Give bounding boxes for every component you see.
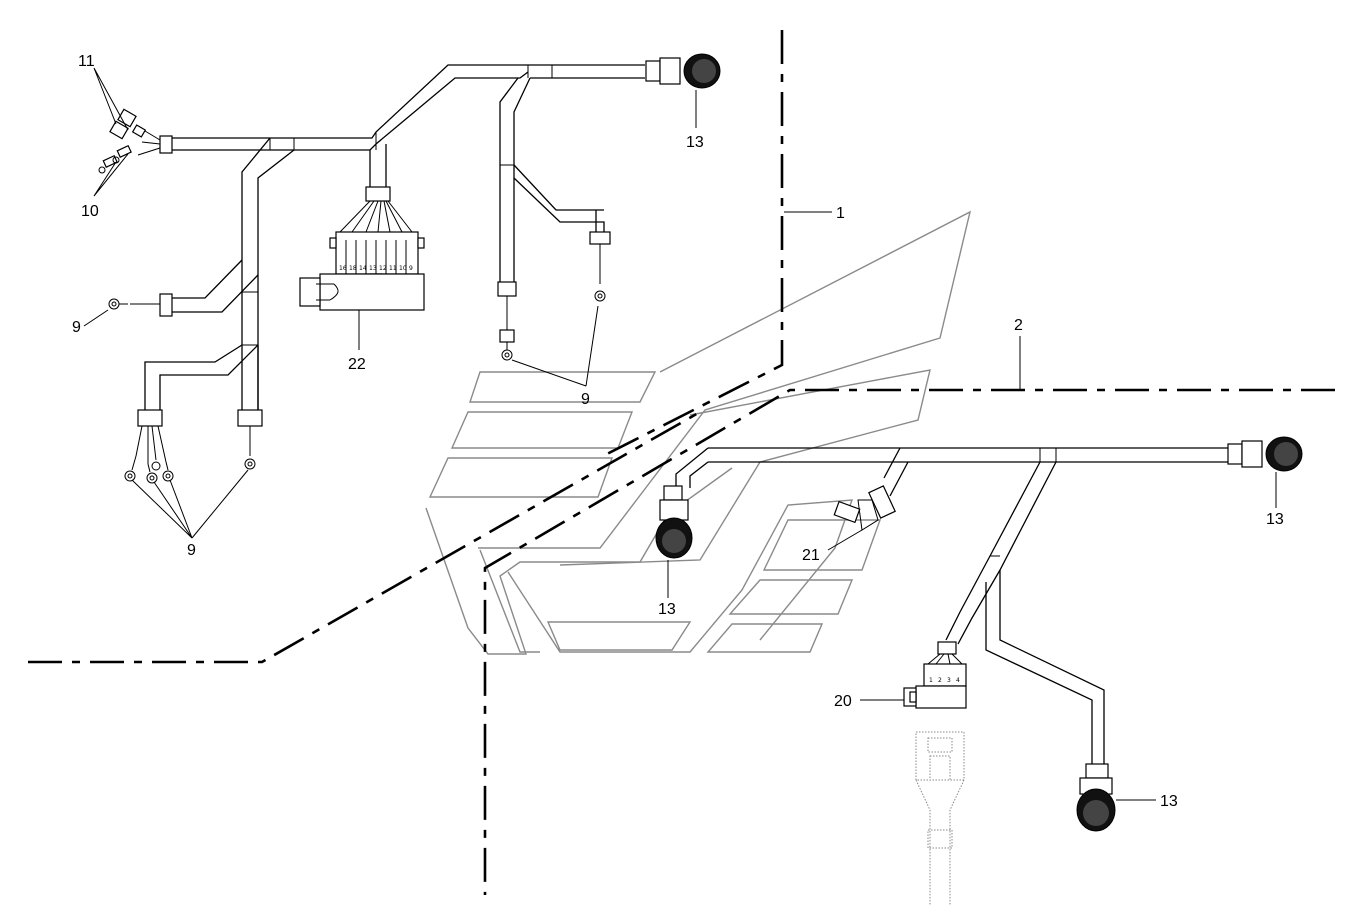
relay-pin-label: 10 [399,265,407,272]
connector-13-center [655,485,693,559]
callout-13-center: 13 [658,601,676,618]
splice-marks [242,65,553,346]
connector-13-top [645,53,721,89]
relay-pin-label: 18 [349,265,357,272]
callout-9-left: 9 [72,319,81,336]
connector-13-bottom [1076,763,1116,832]
relay-pin-label: 14 [359,265,367,272]
callout-20: 20 [834,693,852,710]
relay-block-22: 16 18 14 13 12 11 10 9 [299,186,425,311]
relay-pin-dividers [345,240,407,274]
callout-9-bottom: 9 [187,542,196,559]
relay-pin-label: 11 [389,265,397,272]
vehicle-outline [425,210,972,655]
callout-21: 21 [802,547,820,564]
reference-line-1 [604,30,784,457]
upper-harness [144,64,645,412]
ring-terminal-group-9 [108,231,611,484]
connector-20-mating-part [915,731,965,905]
callout-labels: 11 10 13 1 2 9 22 9 9 13 21 13 20 13 [72,53,1284,810]
connector-13-right [1227,436,1303,472]
connector-20: 1 2 3 4 [903,641,967,905]
callout-9-center: 9 [581,391,590,408]
relay-pin-label: 13 [369,265,377,272]
connector-20-pin-label: 3 [947,677,951,684]
callout-13-top: 13 [686,134,704,151]
reference-lines [28,30,1335,895]
connector-10-11-group [98,108,173,174]
relay-pin-label: 9 [409,265,413,272]
relay-pin-label: 16 [339,265,347,272]
lower-harness [675,447,1228,764]
connector-20-pin-label: 2 [938,677,942,684]
callout-13-bottom: 13 [1160,793,1178,810]
connector-21 [833,485,896,531]
reference-line-2 [483,388,1335,895]
callout-22: 22 [348,356,366,373]
callout-11: 11 [78,53,95,70]
callout-10: 10 [81,203,99,220]
callout-2: 2 [1014,317,1023,334]
relay-pin-label: 12 [379,265,387,272]
connector-20-pin-label: 1 [929,677,933,684]
reference-line-3 [28,410,701,664]
connector-20-pin-label: 4 [956,677,960,684]
leader-lines [83,67,1277,801]
callout-13-right: 13 [1266,511,1284,528]
relay-pin-labels: 16 18 14 13 12 11 10 9 [339,265,413,272]
callout-1: 1 [836,205,845,222]
